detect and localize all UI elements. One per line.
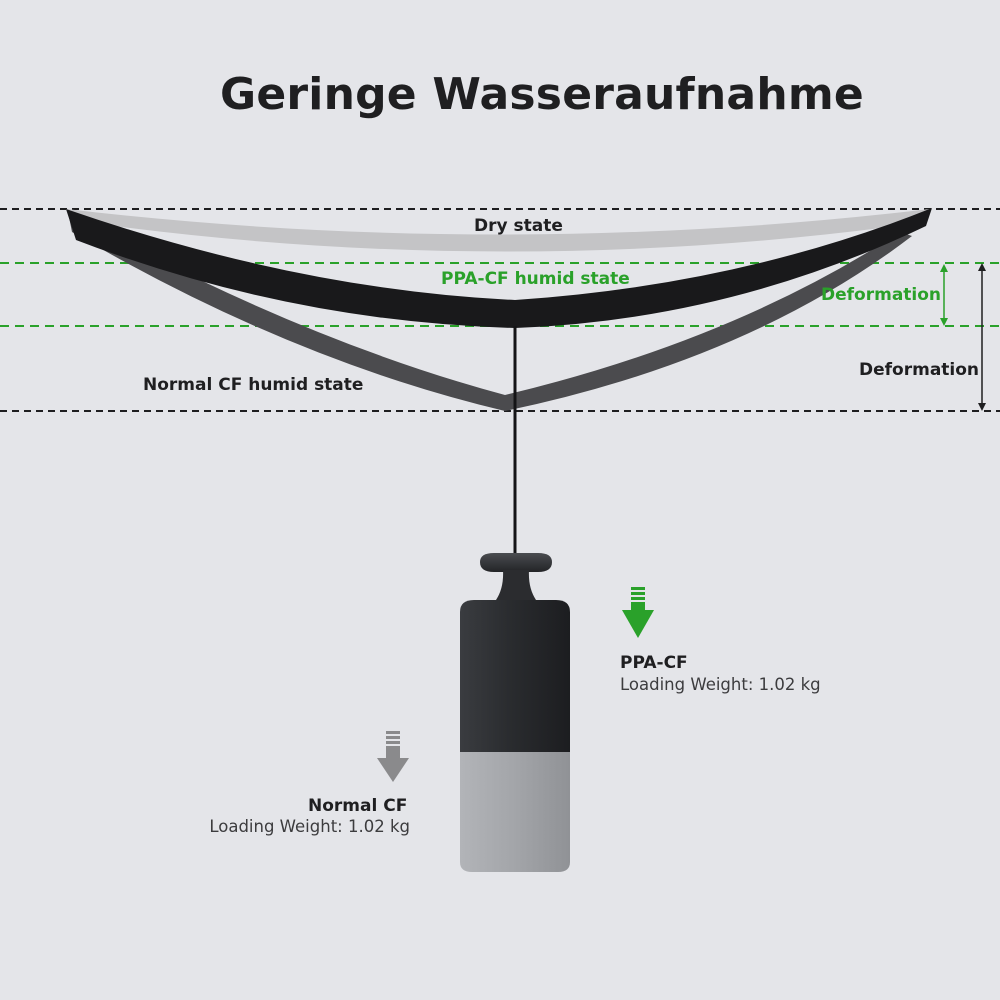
ppa-cf-name: PPA-CF [620,653,688,673]
normal-arrow-down-icon [377,731,409,782]
ppa-cf-humid-beam [66,208,932,328]
normal-humid-state-label: Normal CF humid state [143,375,364,395]
normal-cf-name: Normal CF [308,796,408,816]
dry-state-beam [66,209,930,252]
ppa-cf-loading-weight: Loading Weight: 1.02 kg [620,675,821,694]
weight-body [460,600,570,872]
normal-cf-humid-beam [68,212,912,411]
dry-state-label: Dry state [474,216,563,236]
weight-knob [480,553,552,600]
page-title: Geringe Wasseraufnahme [220,69,864,120]
ppa-arrow-down-icon [622,587,654,638]
normal-cf-loading-weight: Loading Weight: 1.02 kg [209,817,410,836]
ppa-humid-state-label: PPA-CF humid state [441,269,630,289]
ppa-deformation-bracket [940,264,948,326]
normal-deformation-label: Deformation [859,360,980,380]
normal-deformation-bracket [978,263,986,411]
ppa-deformation-label: Deformation [821,285,942,305]
